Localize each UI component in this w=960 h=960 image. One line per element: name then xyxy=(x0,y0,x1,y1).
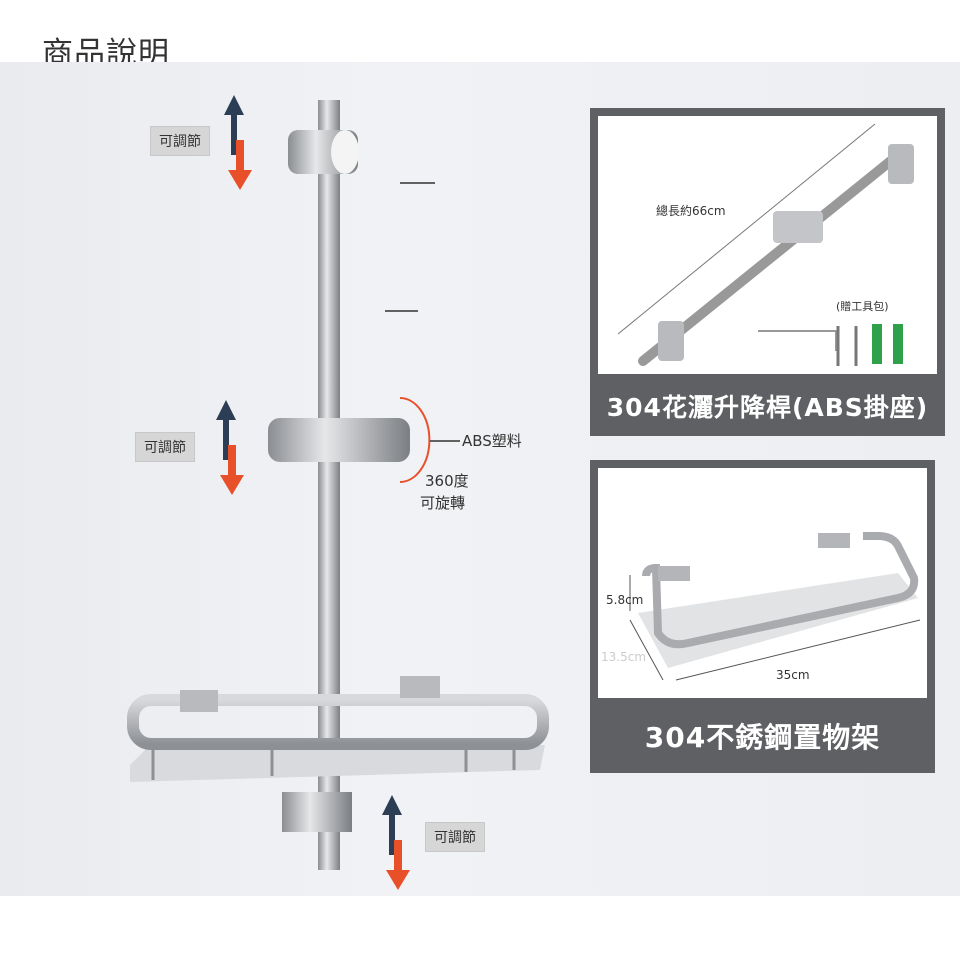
shelf-width-label: 35cm xyxy=(776,668,810,682)
adjust-label-middle: 可調節 xyxy=(135,432,195,462)
rotate-label-1: 360度 xyxy=(425,472,469,490)
adjust-arrows-middle xyxy=(216,400,244,495)
adjust-label-top: 可調節 xyxy=(150,126,210,156)
rotate-label-2: 可旋轉 xyxy=(420,494,466,512)
rod-photo: 總長約66cm (贈工具包) xyxy=(598,116,937,374)
rod-panel: 總長約66cm (贈工具包) 304花灑升降桿(ABS掛座) xyxy=(590,108,945,436)
shower-rod-illustration xyxy=(127,100,549,870)
shelf-drawing xyxy=(629,532,921,681)
rod-caption: 304花灑升降桿(ABS掛座) xyxy=(606,393,929,422)
adjust-label-bottom: 可調節 xyxy=(425,822,485,852)
shelf-depth-label: 13.5cm xyxy=(601,650,647,664)
shelf-panel: 5.8cm 13.5cm 35cm 304不銹鋼置物架 xyxy=(590,460,935,773)
adjust-arrows-top xyxy=(224,95,252,190)
adjust-arrows-bottom xyxy=(382,795,410,890)
shelf-caption: 304不銹鋼置物架 xyxy=(644,721,881,754)
abs-label: ABS塑料 xyxy=(462,432,522,450)
rod-drawing xyxy=(617,123,914,366)
tools-label: (贈工具包) xyxy=(836,300,889,313)
shelf-photo: 5.8cm 13.5cm 35cm xyxy=(598,468,927,698)
shelf-height-label: 5.8cm xyxy=(606,593,644,607)
rod-length-label: 總長約66cm xyxy=(656,204,726,218)
